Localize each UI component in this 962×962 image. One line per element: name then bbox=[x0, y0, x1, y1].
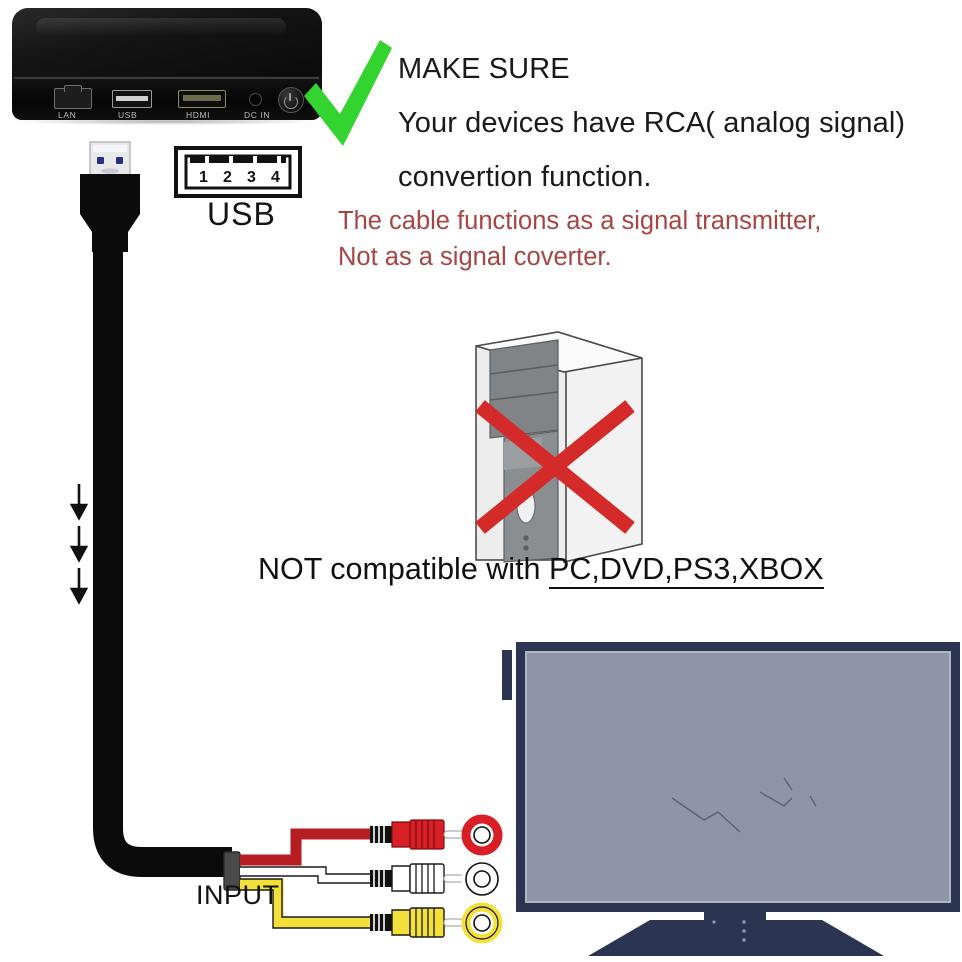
hdmi-port-icon bbox=[178, 90, 226, 108]
lan-port-icon bbox=[54, 85, 92, 109]
dc-in-port-icon bbox=[249, 93, 262, 106]
usb-plug-connector bbox=[80, 141, 140, 252]
rca-jack-yellow bbox=[461, 902, 503, 944]
rca-plug-white bbox=[370, 863, 465, 894]
usb-connector-label: USB bbox=[207, 196, 276, 232]
port-label-dc-in: DC IN bbox=[244, 110, 271, 120]
incompatible-device-list: PC,DVD,PS3,XBOX bbox=[549, 552, 824, 589]
port-label-hdmi: HDMI bbox=[186, 110, 211, 120]
usb-pin-1-label: 1 bbox=[199, 169, 208, 186]
usb-port-icon bbox=[112, 90, 152, 108]
power-button-icon bbox=[278, 87, 304, 113]
rca-jack-white bbox=[461, 858, 503, 900]
make-sure-line-2: Your devices have RCA( analog signal) bbox=[398, 107, 906, 139]
rca-plug-red bbox=[370, 819, 465, 850]
make-sure-line-1: MAKE SURE bbox=[398, 53, 570, 85]
rca-jack-red bbox=[461, 814, 503, 856]
television-icon bbox=[502, 642, 960, 956]
signal-direction-arrows bbox=[69, 484, 89, 605]
make-sure-text-block: MAKE SURE Your devices have RCA( analog … bbox=[398, 42, 958, 204]
warning-text-block: The cable functions as a signal transmit… bbox=[338, 203, 938, 275]
incompatibility-prefix: NOT compatible with bbox=[258, 552, 549, 586]
rca-plug-yellow bbox=[370, 907, 465, 938]
warning-line-1: The cable functions as a signal transmit… bbox=[338, 207, 822, 235]
usb-pinout-diagram: 1 2 3 4 bbox=[174, 146, 302, 198]
rca-connectors-group bbox=[223, 814, 503, 944]
green-checkmark-icon bbox=[304, 40, 392, 146]
rca-lead-yellow bbox=[240, 878, 374, 929]
usb-pin-4-label: 4 bbox=[271, 169, 280, 186]
port-label-usb: USB bbox=[118, 110, 138, 120]
set-top-box-gloss bbox=[36, 18, 286, 36]
warning-line-2: Not as a signal coverter. bbox=[338, 243, 612, 271]
rca-lead-red bbox=[240, 828, 374, 866]
set-top-box-edge-highlight bbox=[14, 77, 319, 79]
set-top-box-top-shell bbox=[12, 8, 322, 86]
set-top-box: LAN USB HDMI DC IN bbox=[6, 4, 336, 134]
set-top-box-shadow bbox=[16, 118, 316, 125]
rca-lead-white bbox=[240, 866, 374, 884]
input-label: INPUT bbox=[196, 880, 280, 910]
pc-tower-incompatible-icon bbox=[475, 331, 643, 564]
incompatibility-notice: NOT compatible with PC,DVD,PS3,XBOX bbox=[258, 552, 824, 589]
usb-pin-3-label: 3 bbox=[247, 169, 256, 186]
port-label-lan: LAN bbox=[58, 110, 77, 120]
usb-pin-2-label: 2 bbox=[223, 169, 232, 186]
make-sure-line-3: convertion function. bbox=[398, 161, 652, 193]
